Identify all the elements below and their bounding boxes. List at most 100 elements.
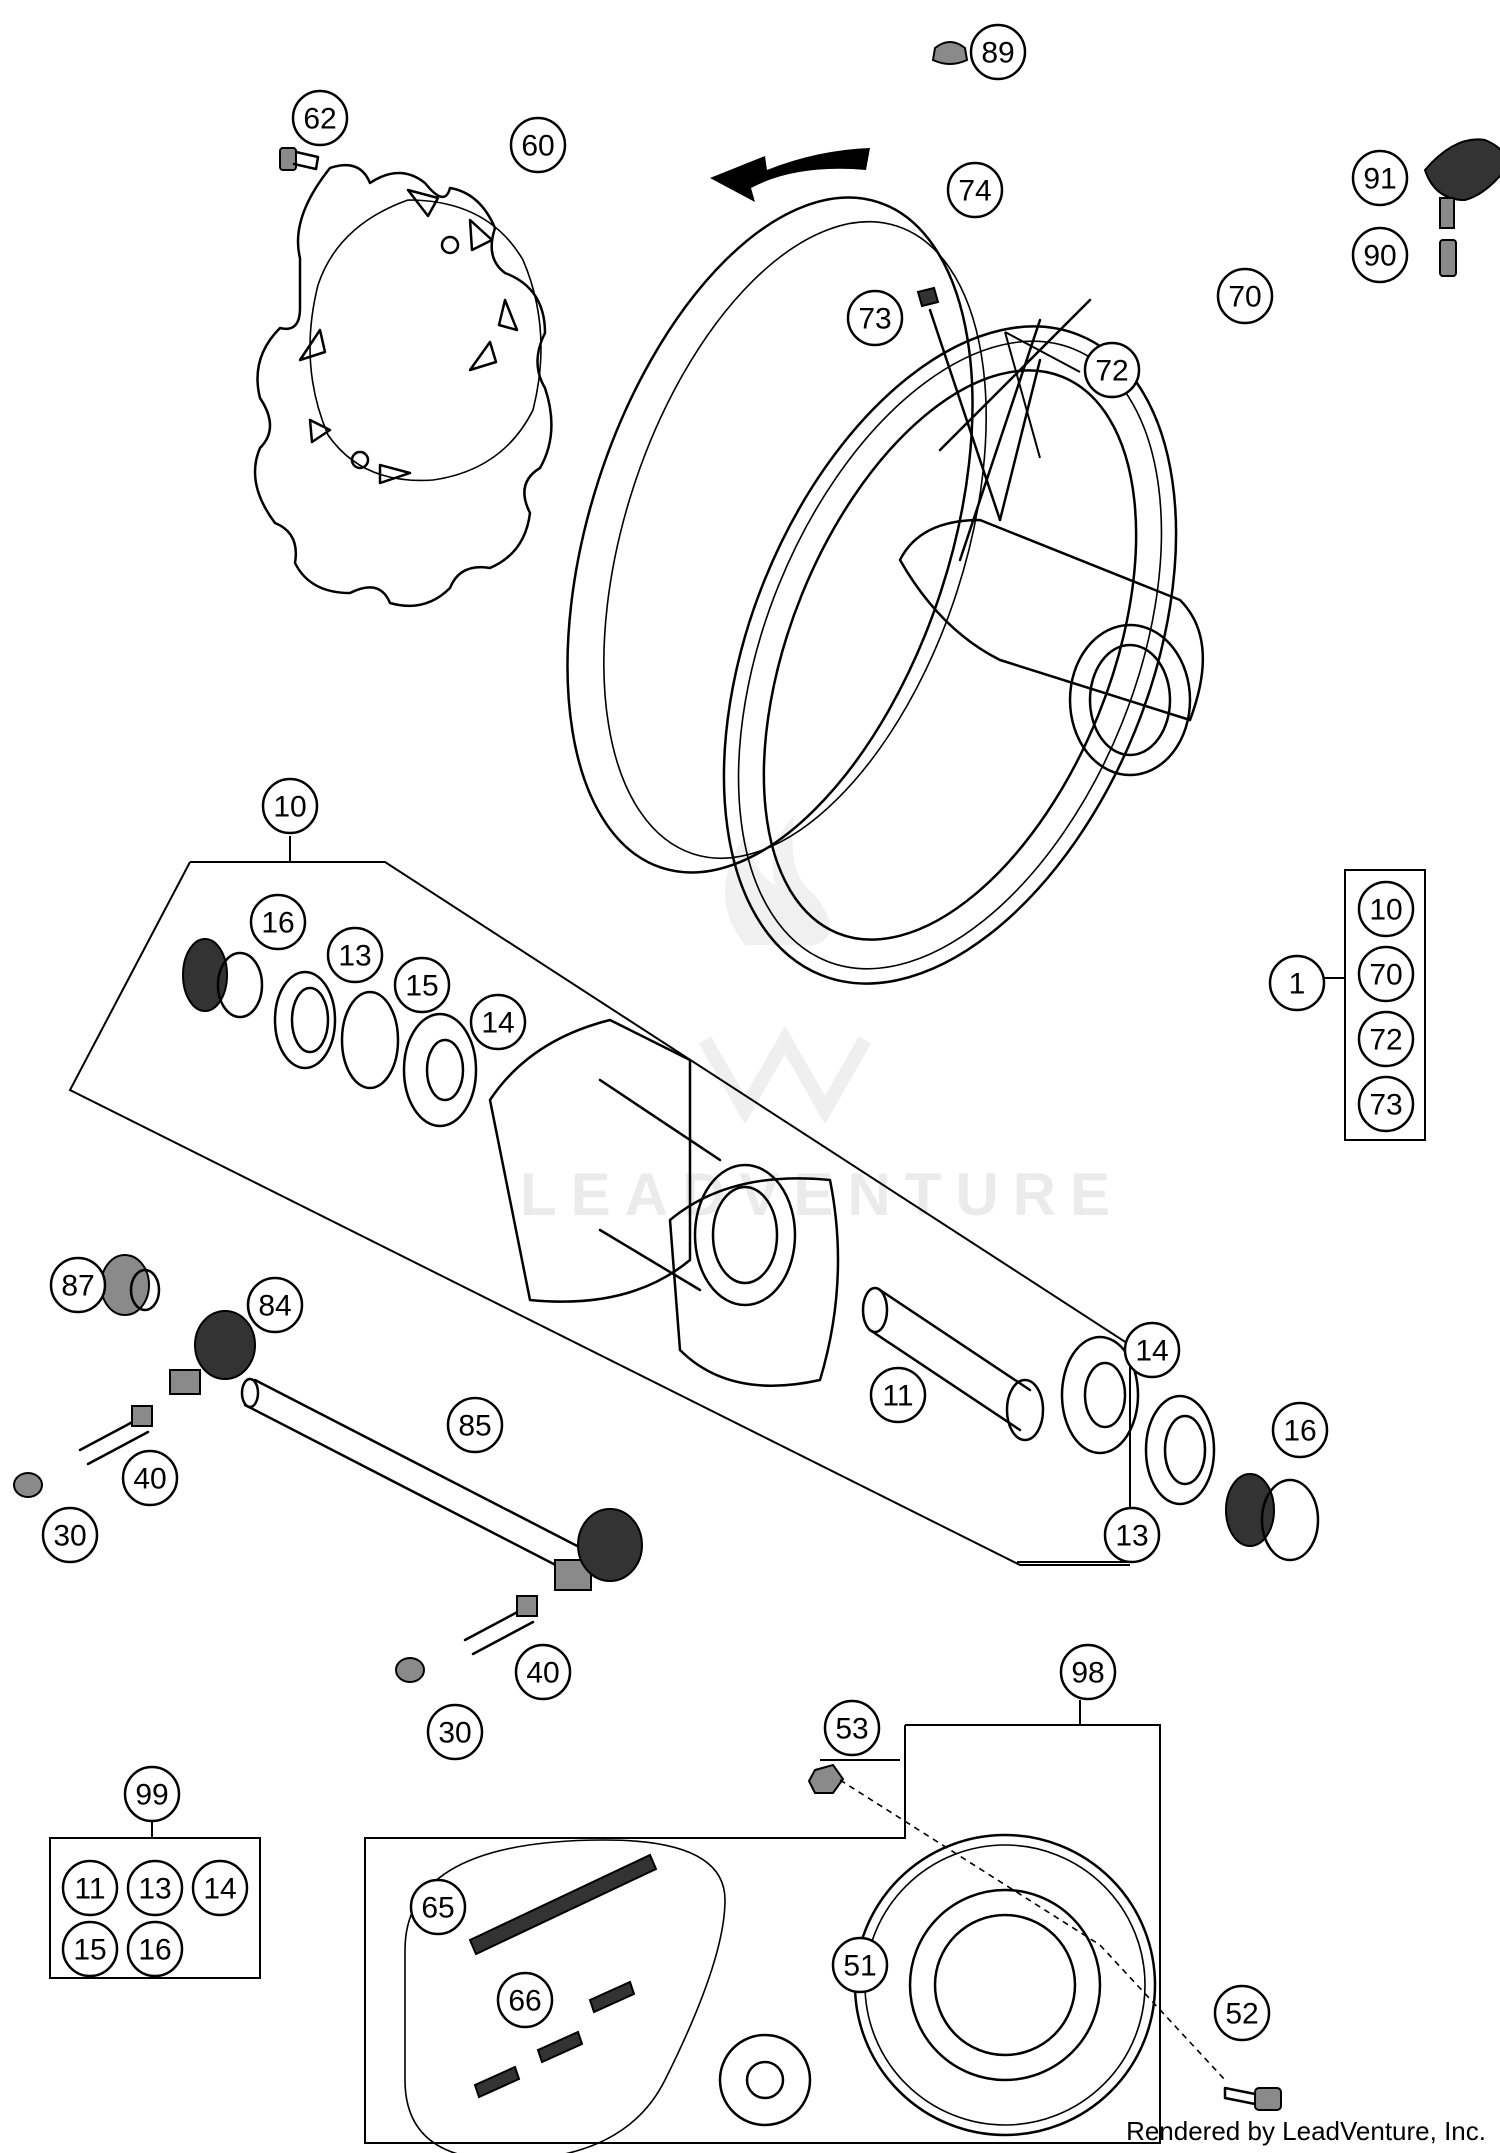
chain-adjuster-left-part: [169, 1310, 256, 1395]
callout-circle: [869, 1366, 927, 1424]
group-1-item: 70: [1357, 945, 1415, 1003]
callout-circle: [1083, 341, 1141, 399]
callout-label: 65: [421, 1892, 454, 1925]
valve-cap-part: [931, 41, 969, 65]
shaft-seal-right-part: [1144, 1394, 1216, 1506]
group-1-list: 10 70 72 73: [1357, 880, 1415, 1133]
svg-text:14: 14: [203, 1873, 236, 1906]
callout-circle: [969, 23, 1027, 81]
callout-label: 11: [882, 1380, 913, 1413]
rotation-arrow-icon: [710, 148, 870, 202]
callout-66: 66: [496, 1971, 554, 2029]
callout-label: 10: [273, 791, 306, 824]
callout-label: 40: [133, 1463, 166, 1496]
callout-label: 30: [438, 1717, 471, 1750]
callout-label: 14: [1135, 1335, 1168, 1368]
callout-circle: [41, 1506, 99, 1564]
group-99-item: 15: [61, 1920, 119, 1978]
callout-label: 66: [508, 1985, 541, 2018]
callout-circle: [1213, 1984, 1271, 2042]
callout-label: 16: [261, 907, 294, 940]
callout-label: 13: [1115, 1520, 1148, 1553]
callout-87: 87: [49, 1256, 107, 1314]
sprocket-leader-lines: [839, 1779, 1226, 2081]
callout-52: 52: [1213, 1984, 1271, 2042]
callout-label: 53: [835, 1713, 868, 1746]
callout-label: 98: [1071, 1657, 1104, 1690]
drivetrain-group-box: [364, 1724, 1161, 2144]
callout-circle: [1216, 267, 1274, 325]
group-99-list: 11 13 14 15 16: [61, 1859, 249, 1978]
callout-circle: [249, 893, 307, 951]
callout-label: 73: [858, 303, 891, 336]
callout-84: 84: [246, 1276, 304, 1334]
leader-lines: [151, 331, 1081, 1838]
callout-99: 99: [123, 1765, 181, 1823]
group-99-item: 16: [126, 1920, 184, 1978]
seal-left-part: [182, 938, 264, 1019]
callout-72: 72: [1083, 341, 1141, 399]
callout-circle: [426, 1703, 484, 1761]
callout-14: 14: [1123, 1321, 1181, 1379]
group-99-item: 14: [191, 1859, 249, 1917]
axle-nut-left-part: [100, 1254, 161, 1316]
group-1-item: 72: [1357, 1010, 1415, 1068]
chain-outline: [404, 1839, 726, 2153]
callout-circle: [831, 1936, 889, 1994]
svg-text:73: 73: [1369, 1089, 1402, 1122]
group-1-item: 10: [1357, 880, 1415, 938]
callout-label: 70: [1228, 281, 1261, 314]
svg-text:15: 15: [73, 1934, 106, 1967]
callout-label: 30: [53, 1520, 86, 1553]
callout-circle: [823, 1699, 881, 1757]
callout-13: 13: [1103, 1506, 1161, 1564]
master-link-part: [473, 1980, 636, 2099]
callout-label: 16: [1283, 1415, 1316, 1448]
adjuster-screw-left-part: [78, 1405, 153, 1466]
callout-65: 65: [409, 1878, 467, 1936]
callout-85: 85: [446, 1396, 504, 1454]
bearing-left-part: [402, 1012, 478, 1128]
callout-circle: [1103, 1506, 1161, 1564]
wheel-hub-group-box: [68, 861, 1131, 1566]
axle-part: [240, 1377, 587, 1577]
callout-14: 14: [469, 993, 527, 1051]
callout-circle: [123, 1765, 181, 1823]
callout-label: 90: [1363, 240, 1396, 273]
callout-40: 40: [514, 1643, 572, 1701]
callout-label: 74: [958, 175, 991, 208]
callout-circle: [1351, 226, 1409, 284]
svg-text:11: 11: [74, 1873, 105, 1906]
callout-circle: [514, 1643, 572, 1701]
spacer-sleeve-part: [861, 1286, 1045, 1442]
callout-label: 84: [258, 1290, 291, 1323]
callout-circle: [393, 956, 451, 1014]
svg-text:70: 70: [1369, 959, 1402, 992]
callout-16: 16: [1271, 1401, 1329, 1459]
callout-62: 62: [291, 89, 349, 147]
rear-sprocket-part: [853, 1833, 1157, 2137]
callout-circle: [469, 993, 527, 1051]
callout-circle: [946, 161, 1004, 219]
callout-11: 11: [869, 1366, 927, 1424]
svg-text:10: 10: [1369, 894, 1402, 927]
callout-60: 60: [509, 116, 567, 174]
hub-part: [488, 1018, 840, 1387]
circlip-part: [340, 990, 400, 1090]
group-99-item: 11: [61, 1859, 119, 1917]
wheel-hub-assembled: [898, 298, 1205, 777]
callout-circle: [49, 1256, 107, 1314]
callout-circle: [509, 116, 567, 174]
callout-89: 89: [969, 23, 1027, 81]
callout-74: 74: [946, 161, 1004, 219]
bushing-right-part: [1225, 1473, 1320, 1562]
callout-circle: [1123, 1321, 1181, 1379]
spoke-nipple-part: [916, 286, 940, 308]
front-sprocket-part: [718, 2033, 812, 2127]
callout-circle: [446, 1396, 504, 1454]
callout-98: 98: [1059, 1643, 1117, 1701]
sprocket-bolt-part: [1223, 2086, 1282, 2111]
callout-label: 15: [405, 970, 438, 1003]
callout-label: 1: [1289, 968, 1306, 1001]
